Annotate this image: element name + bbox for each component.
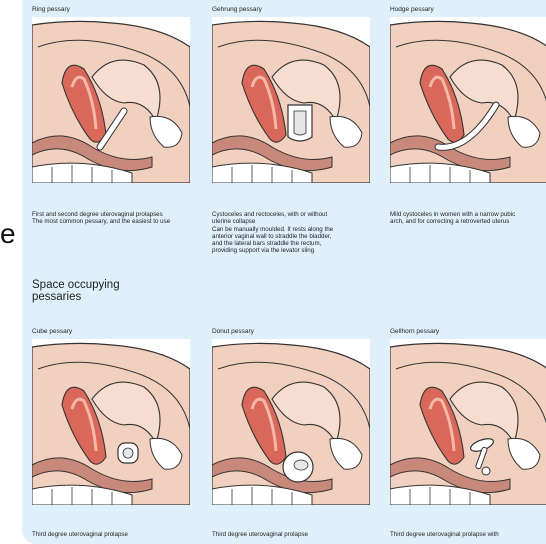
panel-illustration-gellhorn [390, 339, 546, 505]
panel-title-donut: Donut pessary [212, 328, 254, 335]
pelvic-cross-section-illustration [390, 339, 546, 505]
pelvic-cross-section-illustration [390, 17, 546, 183]
panel-title-ring: Ring pessary [32, 6, 70, 13]
caption-line: First and second degree uterovaginal pro… [32, 211, 197, 218]
caption-line: The most common pessary, and the easiest… [32, 218, 197, 225]
gehrung-pessary [288, 105, 312, 141]
panel-caption-hodge: Mild cystoceles in women with a narrow p… [390, 211, 546, 226]
panel-illustration-hodge [390, 17, 546, 183]
panel-title-gehrung: Gehrung pessary [212, 6, 262, 13]
caption-line: and the lateral bars straddle the rectum… [212, 240, 377, 247]
caption-line: Third degree uterovaginal prolapse with [390, 531, 546, 538]
panel-caption-ring: First and second degree uterovaginal pro… [32, 211, 197, 226]
stray-letter: e [0, 218, 16, 250]
caption-line: Mild cystoceles in women with a narrow p… [390, 211, 546, 218]
caption-line: Cystoceles and rectoceles, with or witho… [212, 211, 377, 218]
caption-line: arch, and for correcting a retroverted u… [390, 218, 546, 225]
pelvic-cross-section-illustration [32, 339, 190, 505]
pelvic-cross-section-illustration [32, 17, 190, 183]
donut-pessary [283, 452, 313, 482]
caption-line: Third degree uterovaginal prolapse [212, 531, 377, 538]
panel-caption-cube: Third degree uterovaginal prolapse [32, 531, 197, 538]
caption-line: providing support via the levator sling [212, 247, 377, 254]
caption-line: uterine collapse [212, 218, 377, 225]
pelvic-cross-section-illustration [212, 339, 370, 505]
panel-title-hodge: Hodge pessary [390, 6, 434, 13]
section-heading-line-2: pessaries [32, 291, 120, 303]
panel-illustration-gehrung [212, 17, 370, 183]
caption-line: Third degree uterovaginal prolapse [32, 531, 197, 538]
panel-title-gellhorn: Gellhorn pessary [390, 328, 439, 335]
caption-line: anterior vaginal wall to straddle the bl… [212, 233, 377, 240]
caption-line: Can be manually moulded. It rests along … [212, 226, 377, 233]
section-heading-line-1: Space occupying [32, 279, 120, 291]
panel-caption-donut: Third degree uterovaginal prolapse [212, 531, 377, 538]
panel-caption-gehrung: Cystoceles and rectoceles, with or witho… [212, 211, 377, 255]
panel-caption-gellhorn: Third degree uterovaginal prolapse with [390, 531, 546, 538]
panel-illustration-ring [32, 17, 190, 183]
pelvic-cross-section-illustration [212, 17, 370, 183]
cube-pessary [118, 443, 138, 463]
panel-title-cube: Cube pessary [32, 328, 72, 335]
panel-illustration-cube [32, 339, 190, 505]
panel-illustration-donut [212, 339, 370, 505]
section-heading: Space occupying pessaries [32, 279, 120, 303]
